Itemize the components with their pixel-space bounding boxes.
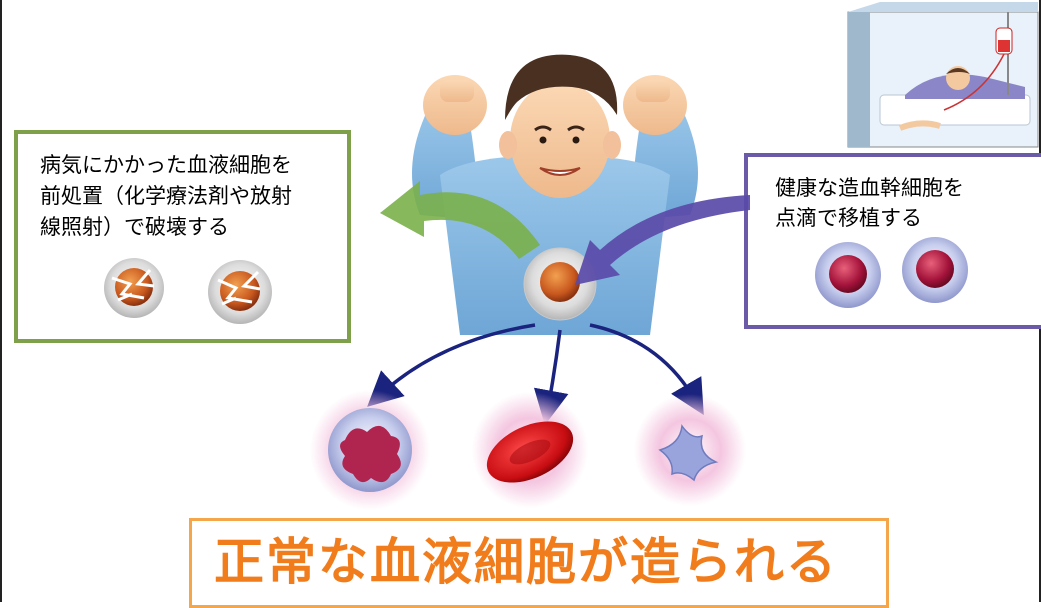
- diseased-cell-1: [104, 258, 164, 318]
- healthy-stem-cell-1: [815, 242, 881, 308]
- diseased-cell-2: [208, 260, 272, 324]
- arrow-to-white-cell: [367, 323, 536, 407]
- destroy-diseased-cells-text: 病気にかかった血液細胞を 前処置（化学療法剤や放射 線照射）で破壊する: [40, 150, 360, 243]
- destroy-diseased-cells-box: [14, 130, 351, 343]
- frame-left-edge: [0, 0, 2, 602]
- purple-transplant-arrow: [575, 195, 750, 285]
- right-text-line-2: 点滴で移植する: [775, 206, 922, 230]
- arrow-to-platelet: [589, 323, 704, 416]
- red-blood-cell: [472, 392, 588, 508]
- right-text-line-1: 健康な造血幹細胞を: [775, 176, 964, 200]
- left-text-line-2: 前処置（化学療法剤や放射: [40, 184, 292, 208]
- man-flexing-figure: [412, 54, 698, 335]
- healthy-stem-cell-2: [902, 237, 968, 303]
- result-box: [189, 518, 889, 608]
- transplant-stem-cells-box: [744, 153, 1041, 329]
- hospital-patient-picture: [847, 2, 1039, 148]
- result-text: 正常な血液細胞が造られる: [214, 533, 838, 591]
- platelet: [634, 394, 746, 506]
- left-text-line-1: 病気にかかった血液細胞を: [40, 153, 292, 177]
- transplant-stem-cells-text: 健康な造血幹細胞を 点滴で移植する: [775, 173, 1035, 233]
- left-text-line-3: 線照射）で破壊する: [40, 215, 229, 239]
- white-blood-cell: [310, 390, 430, 510]
- green-destroy-arrow: [380, 181, 540, 259]
- center-stem-cell: [523, 247, 597, 321]
